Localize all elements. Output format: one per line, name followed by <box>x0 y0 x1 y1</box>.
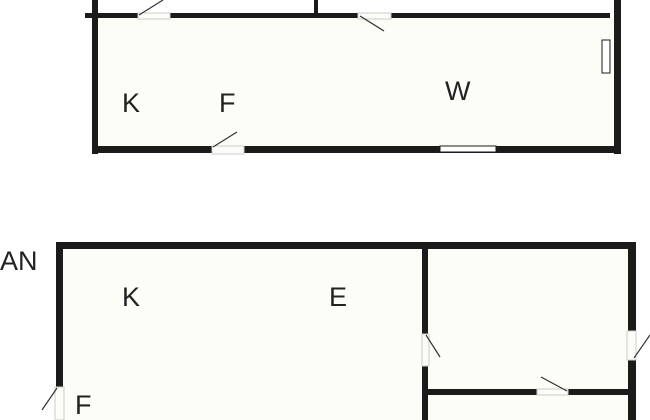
upper-left-wall <box>92 0 98 154</box>
lower-left-wall <box>56 242 63 420</box>
upper-window-right <box>601 39 611 74</box>
lower-door-swing-right <box>633 334 650 359</box>
lower-door-gap-right <box>626 330 637 361</box>
upper-room-label-w: W <box>445 76 471 106</box>
upper-unit: K F W <box>85 0 621 155</box>
upper-right-wall <box>614 0 621 154</box>
lower-top-wall <box>56 242 636 249</box>
lower-door-swing-partition <box>425 334 441 358</box>
upper-window-bottom <box>439 145 497 153</box>
upper-door-gap-2 <box>357 12 392 20</box>
lower-unit: AN K E F <box>0 242 650 420</box>
lower-prefix-label: AN <box>0 246 38 276</box>
upper-door-swing-1 <box>138 0 164 16</box>
lower-door-gap-left <box>54 386 65 420</box>
lower-room-label-k: K <box>122 282 140 312</box>
lower-door-gap-partition <box>421 333 430 367</box>
upper-door-swing-2 <box>359 15 385 32</box>
upper-floor-area <box>97 18 619 149</box>
upper-room-label-f: F <box>219 88 236 118</box>
upper-door-gap-3 <box>211 145 245 155</box>
upper-bottom-wall <box>92 146 621 153</box>
lower-door-swing-left <box>41 387 58 411</box>
upper-door-gap-1 <box>137 12 171 20</box>
upper-top-wall <box>85 13 610 18</box>
lower-door-gap-inner <box>536 388 569 396</box>
lower-horizontal-partition <box>425 389 629 395</box>
lower-room-label-e: E <box>329 282 347 312</box>
lower-door-swing-inner <box>540 376 568 392</box>
upper-room-label-k: K <box>122 88 140 118</box>
upper-door-swing-3 <box>212 131 238 148</box>
upper-partition-stub <box>314 0 318 15</box>
lower-room-label-f: F <box>75 390 92 420</box>
